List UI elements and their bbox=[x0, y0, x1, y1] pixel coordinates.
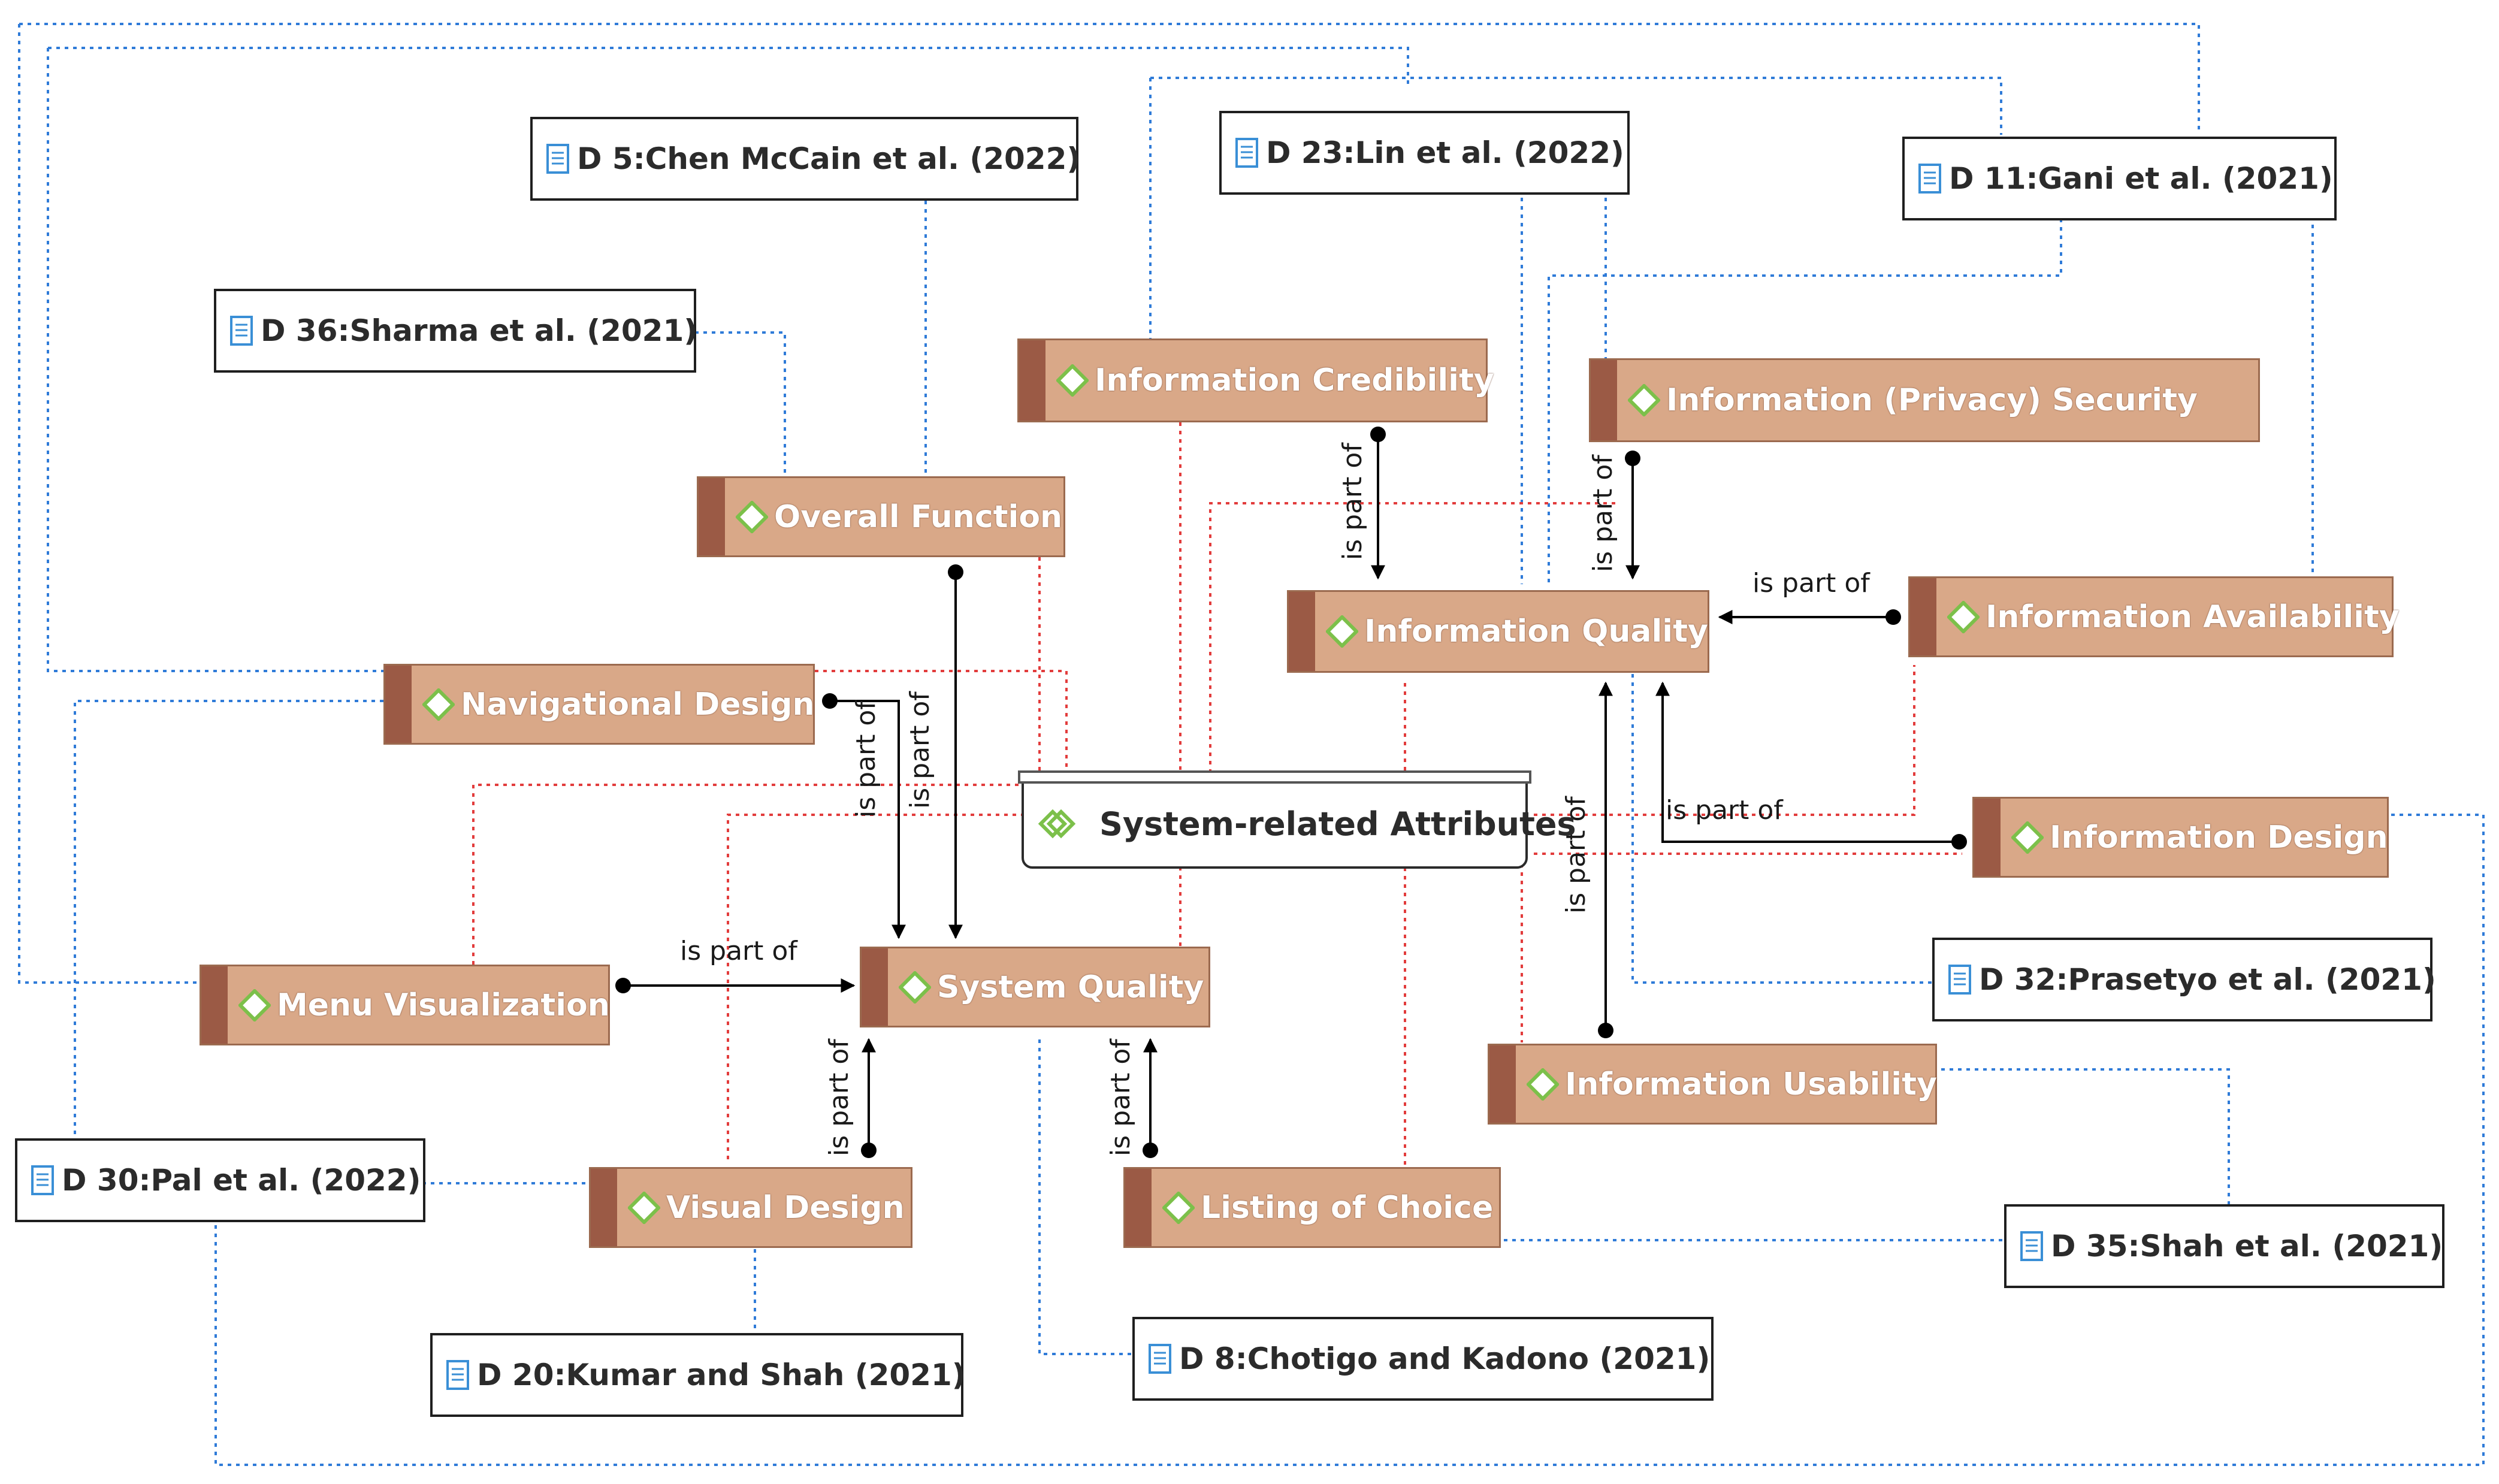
code-label: Information Availability bbox=[1986, 599, 2400, 635]
relation-label: is part of bbox=[851, 700, 881, 818]
code-label: Information Design bbox=[2050, 819, 2388, 856]
document-label: D 8:Chotigo and Kadono (2021) bbox=[1179, 1341, 1711, 1376]
code-node-navigational-design[interactable]: Navigational Design bbox=[383, 664, 815, 745]
diamond-code-icon bbox=[422, 688, 455, 721]
code-label: Information Quality bbox=[1364, 613, 1708, 649]
code-label: Menu Visualization bbox=[277, 987, 610, 1023]
document-icon bbox=[446, 1360, 469, 1390]
code-bar bbox=[1489, 1045, 1516, 1123]
diamond-code-icon bbox=[2011, 821, 2044, 854]
relation-label: is part of bbox=[905, 691, 935, 809]
code-label: Visual Design bbox=[666, 1189, 905, 1226]
relation-label: is part of bbox=[1105, 1039, 1136, 1156]
code-bar bbox=[1125, 1169, 1152, 1246]
document-node-d8[interactable]: D 8:Chotigo and Kadono (2021) bbox=[1132, 1317, 1714, 1401]
relation-label: is part of bbox=[1337, 443, 1368, 560]
document-icon bbox=[2020, 1231, 2043, 1261]
document-icon bbox=[1149, 1344, 1171, 1374]
code-node-information-quality[interactable]: Information Quality bbox=[1287, 590, 1709, 673]
document-icon bbox=[1235, 138, 1258, 168]
document-node-d35[interactable]: D 35:Shah et al. (2021) bbox=[2004, 1204, 2444, 1288]
code-label: Overall Function bbox=[774, 498, 1063, 535]
code-node-information-availability[interactable]: Information Availability bbox=[1908, 576, 2400, 657]
code-node-visual-design[interactable]: Visual Design bbox=[589, 1167, 912, 1248]
code-label: Information (Privacy) Security bbox=[1666, 382, 2198, 418]
code-node-information-credibility[interactable]: Information Credibility bbox=[1017, 338, 1494, 422]
diamond-code-icon bbox=[1162, 1191, 1195, 1224]
code-bar bbox=[591, 1169, 617, 1246]
document-node-d23[interactable]: D 23:Lin et al. (2022) bbox=[1219, 111, 1630, 195]
document-icon bbox=[1948, 965, 1971, 995]
document-node-d20[interactable]: D 20:Kumar and Shah (2021) bbox=[430, 1333, 966, 1417]
relation-arrows bbox=[623, 434, 1959, 1150]
code-bar bbox=[385, 666, 412, 743]
document-node-d11[interactable]: D 11:Gani et al. (2021) bbox=[1902, 137, 2337, 220]
document-label: D 5:Chen McCain et al. (2022) bbox=[577, 141, 1081, 176]
code-bar bbox=[1974, 799, 2001, 876]
document-label: D 20:Kumar and Shah (2021) bbox=[477, 1358, 966, 1392]
relation-label: is part of bbox=[824, 1039, 854, 1156]
document-icon bbox=[546, 144, 569, 174]
code-label: Navigational Design bbox=[461, 686, 815, 723]
document-icon bbox=[230, 316, 253, 346]
network-group-icon bbox=[1038, 809, 1076, 839]
diamond-code-icon bbox=[628, 1191, 660, 1224]
document-node-d36[interactable]: D 36:Sharma et al. (2021) bbox=[214, 289, 698, 373]
code-bar bbox=[699, 478, 725, 555]
document-label: D 23:Lin et al. (2022) bbox=[1266, 135, 1624, 170]
code-node-menu-visualization[interactable]: Menu Visualization bbox=[200, 965, 610, 1045]
code-node-information-usability[interactable]: Information Usability bbox=[1488, 1044, 1937, 1125]
document-icon bbox=[31, 1165, 54, 1195]
document-label: D 35:Shah et al. (2021) bbox=[2051, 1229, 2443, 1264]
group-header-strip bbox=[1018, 770, 1531, 784]
document-node-d5[interactable]: D 5:Chen McCain et al. (2022) bbox=[530, 117, 1081, 201]
code-bar bbox=[862, 948, 888, 1026]
diamond-code-icon bbox=[1056, 364, 1089, 397]
code-node-information-design[interactable]: Information Design bbox=[1972, 797, 2389, 878]
code-bar bbox=[1019, 340, 1045, 421]
document-label: D 36:Sharma et al. (2021) bbox=[261, 313, 698, 348]
code-label: Information Credibility bbox=[1095, 362, 1494, 398]
code-label: Information Usability bbox=[1565, 1066, 1937, 1102]
code-bar bbox=[1289, 592, 1315, 671]
diamond-code-icon bbox=[736, 500, 768, 533]
diamond-code-icon bbox=[899, 971, 931, 1004]
relation-origins bbox=[615, 427, 1967, 1158]
document-label: D 30:Pal et al. (2022) bbox=[62, 1163, 421, 1198]
relation-label: is part of bbox=[1666, 795, 1783, 826]
diamond-code-icon bbox=[1628, 384, 1660, 416]
code-label: Listing of Choice bbox=[1201, 1189, 1494, 1226]
diamond-code-icon bbox=[1326, 615, 1358, 648]
code-bar bbox=[201, 966, 228, 1044]
code-bar bbox=[1910, 578, 1936, 655]
code-node-information-privacy-security[interactable]: Information (Privacy) Security bbox=[1589, 358, 2260, 442]
document-label: D 32:Prasetyo et al. (2021) bbox=[1979, 962, 2436, 997]
relation-label: is part of bbox=[1752, 568, 1870, 599]
group-node-system-related-attributes[interactable]: System-related Attributes bbox=[1018, 770, 1576, 869]
document-label: D 11:Gani et al. (2021) bbox=[1949, 161, 2333, 196]
code-node-listing-of-choice[interactable]: Listing of Choice bbox=[1123, 1167, 1501, 1248]
diamond-code-icon bbox=[1527, 1068, 1559, 1101]
relation-label: is part of bbox=[680, 936, 797, 966]
group-label: System-related Attributes bbox=[1099, 805, 1576, 843]
code-node-overall-function[interactable]: Overall Function bbox=[697, 476, 1065, 557]
document-node-d32[interactable]: D 32:Prasetyo et al. (2021) bbox=[1932, 938, 2436, 1021]
relation-label: is part of bbox=[1588, 455, 1618, 572]
code-node-system-quality[interactable]: System Quality bbox=[860, 947, 1210, 1027]
code-label: System Quality bbox=[937, 969, 1204, 1005]
diamond-code-icon bbox=[1947, 600, 1980, 633]
diamond-code-icon bbox=[238, 989, 271, 1021]
code-bar bbox=[1591, 360, 1617, 440]
document-node-d30[interactable]: D 30:Pal et al. (2022) bbox=[15, 1138, 425, 1222]
document-icon bbox=[1918, 164, 1941, 194]
document-links bbox=[18, 23, 2485, 1466]
